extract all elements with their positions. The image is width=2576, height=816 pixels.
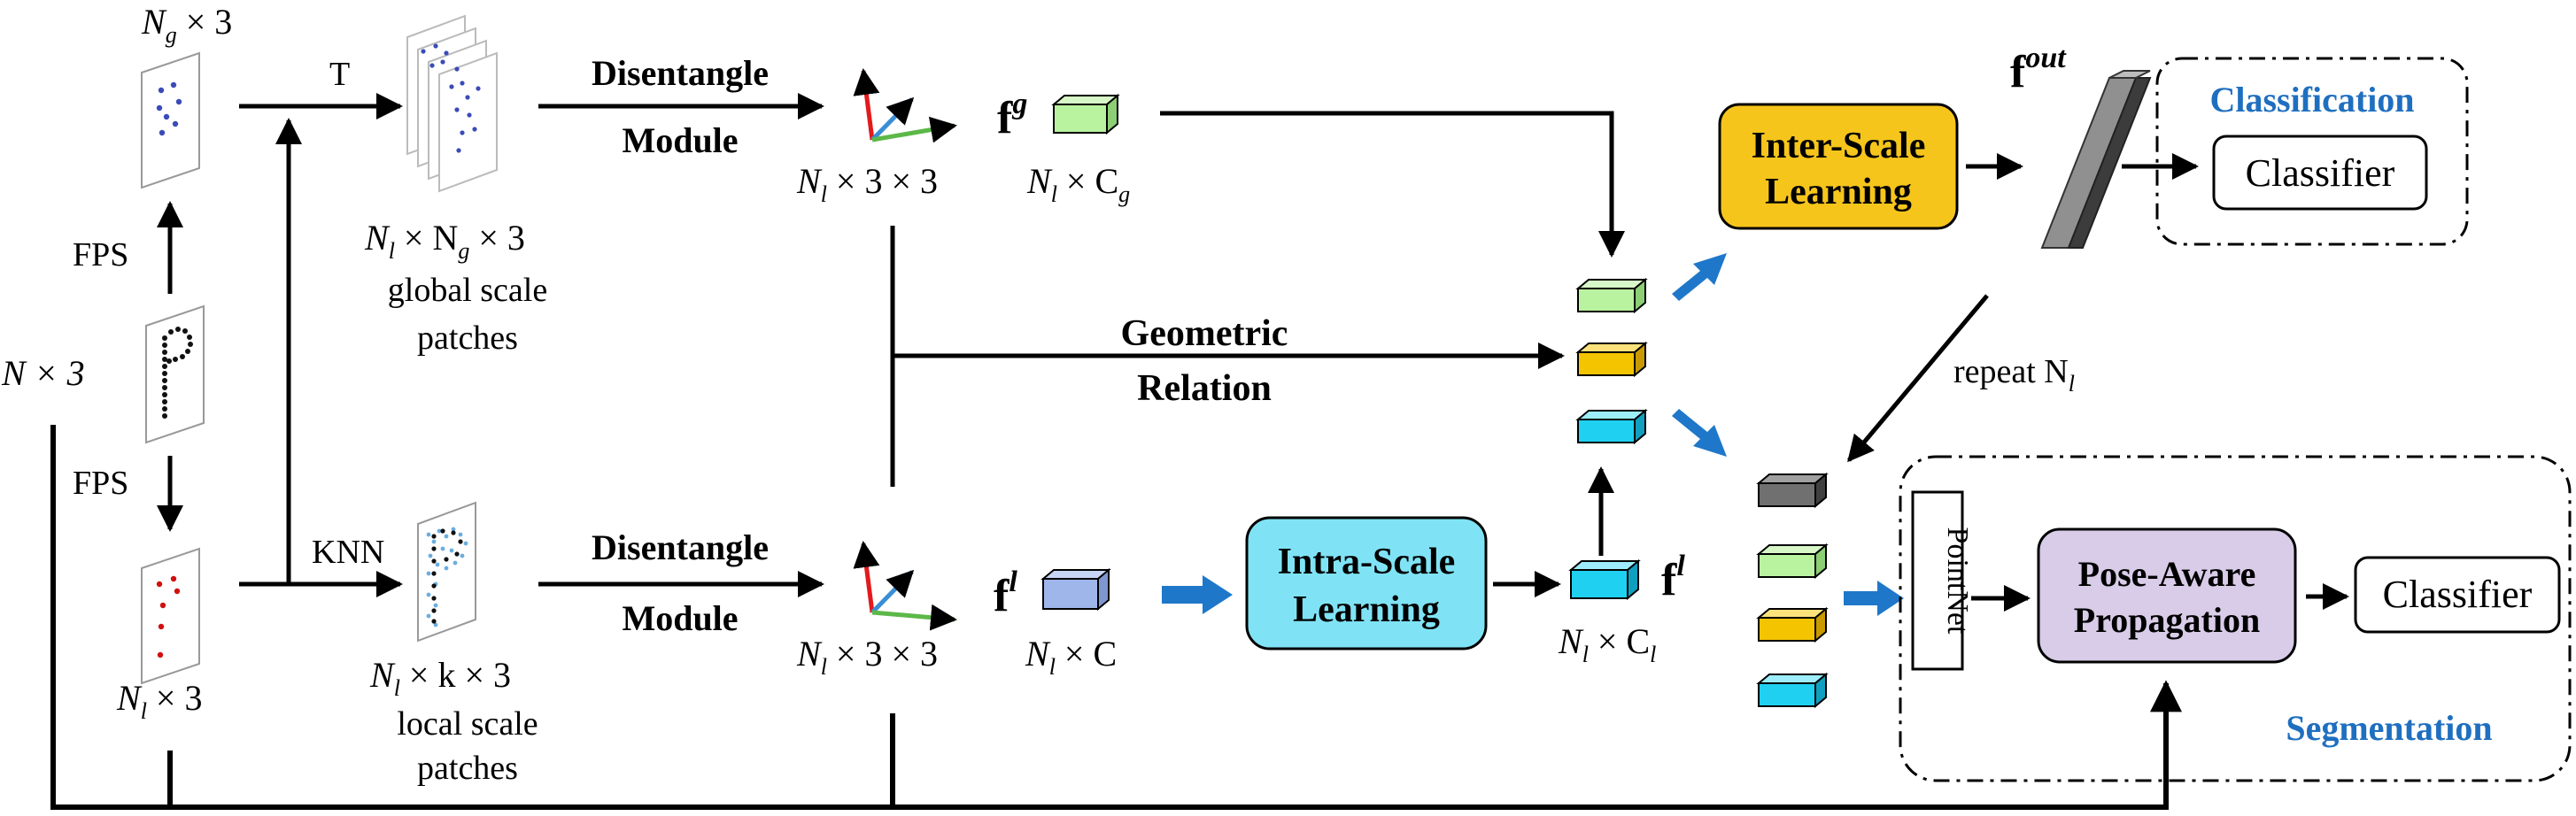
seg-stack-cyan <box>1756 672 1829 709</box>
nl3-label: Nl × 3 <box>116 678 202 724</box>
global-sample-panel <box>141 51 200 189</box>
rot-top-label: Nl × 3 × 3 <box>796 161 938 207</box>
pose-aware-propagation-box <box>2037 527 2297 664</box>
pose-label-2: Propagation <box>2074 600 2260 640</box>
disentangle-top-label-1: Disentangle <box>592 53 769 93</box>
inter-label-1: Inter-Scale <box>1752 126 1926 166</box>
rotation-axes-bottom-icon <box>853 541 957 631</box>
classifier-bottom-label: Classifier <box>2383 573 2533 616</box>
fl2-dims-label: Nl × Cl <box>1558 621 1656 667</box>
fg-dims-label: Nl × Cg <box>1026 161 1130 207</box>
fl-dims-label: Nl × C <box>1025 634 1117 680</box>
to-intra-blue-arrow <box>1162 575 1233 614</box>
global-caption-1: global scale <box>388 272 547 309</box>
disentangle-bottom-label-1: Disentangle <box>592 527 769 567</box>
seg-stack-yellow <box>1756 606 1829 643</box>
local-caption-1: local scale <box>397 705 538 743</box>
to-seg-stack-blue-arrow <box>1672 409 1727 457</box>
fg-symbol: fg <box>997 88 1027 143</box>
classification-group <box>2155 57 2469 246</box>
t-label: T <box>329 56 350 93</box>
repeat-arrow <box>1847 294 1989 463</box>
fps-top-label: FPS <box>73 236 128 273</box>
global-dims-label: Nl × Ng × 3 <box>364 218 525 264</box>
seg-stack-gray <box>1756 472 1829 509</box>
knn-label: KNN <box>312 534 384 571</box>
concat-stack-green <box>1575 277 1648 314</box>
local-dims-label: Nl × k × 3 <box>369 655 511 701</box>
fps-bottom-label: FPS <box>73 465 128 502</box>
intra-scale-learning-box <box>1245 516 1488 650</box>
global-patches-stack <box>406 14 498 193</box>
disentangle-top-label-2: Module <box>622 120 738 160</box>
to-pointnet-blue-arrow <box>1844 581 1904 616</box>
fout-symbol: fout <box>2010 42 2067 97</box>
rotation-axes-top-icon <box>853 68 957 143</box>
classifier-bottom-box <box>2354 556 2561 634</box>
segmentation-title: Segmentation <box>2286 708 2492 748</box>
n3-label: N × 3 <box>1 353 85 393</box>
inter-scale-learning-box <box>1718 103 1959 230</box>
fl2-symbol: fl <box>1661 550 1685 605</box>
concat-stack-yellow <box>1575 341 1648 378</box>
geometric-label-1: Geometric <box>1121 313 1288 354</box>
local-sample-panel <box>141 547 200 685</box>
pointnet-box <box>1911 490 1964 671</box>
rot-bottom-label: Nl × 3 × 3 <box>796 634 938 680</box>
input-point-cloud-panel <box>145 304 205 444</box>
inter-label-2: Learning <box>1765 172 1912 212</box>
pointnet-label: PointNet <box>1941 527 1974 635</box>
fl-feature-block <box>1040 567 1111 612</box>
classification-title: Classification <box>2209 80 2414 119</box>
classifier-top-box <box>2212 135 2428 211</box>
intra-label-2: Learning <box>1293 589 1440 630</box>
local-caption-2: patches <box>417 750 518 787</box>
geometric-label-2: Relation <box>1137 368 1272 409</box>
local-patches-panel <box>417 501 476 643</box>
skip-connection-line <box>50 425 2182 810</box>
repeat-label: repeat Nl <box>1953 353 2075 396</box>
segmentation-group <box>1899 455 2572 782</box>
seg-stack-green <box>1756 543 1829 580</box>
fl-symbol: fl <box>994 566 1017 621</box>
fg-feature-block <box>1051 93 1120 135</box>
ng3-label: Ng × 3 <box>141 2 232 48</box>
classifier-top-label: Classifier <box>2246 151 2395 195</box>
concat-stack-cyan <box>1575 408 1648 445</box>
to-inter-blue-arrow <box>1672 253 1727 301</box>
global-caption-2: patches <box>417 319 518 357</box>
disentangle-bottom-label-2: Module <box>622 598 738 638</box>
pose-label-1: Pose-Aware <box>2078 554 2256 594</box>
intra-label-1: Intra-Scale <box>1278 542 1456 582</box>
fl-out-feature-block <box>1568 558 1641 601</box>
fg-to-stack-arrow <box>1160 111 1625 258</box>
fout-feature-bar <box>2040 70 2152 249</box>
